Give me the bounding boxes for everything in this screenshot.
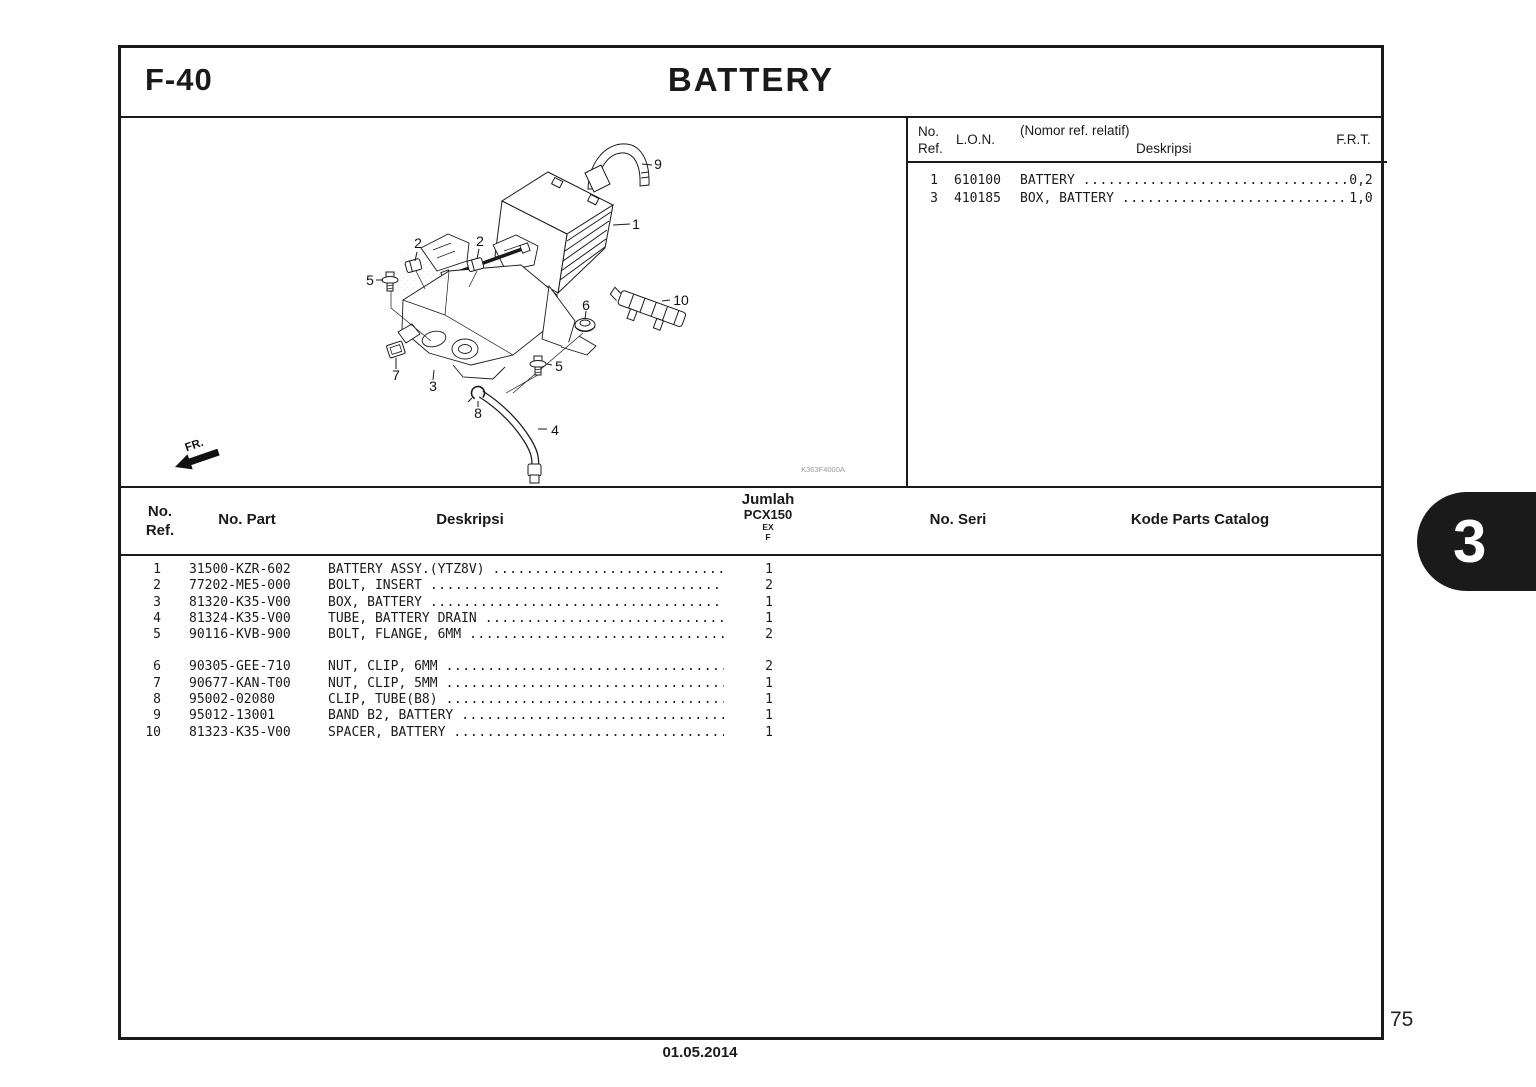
parts-col-seri: No. Seri [929, 511, 987, 528]
parts-row-7: 7 90677-KAN-T00 NUT, CLIP, 5MM..........… [153, 675, 773, 691]
parts-diagram: 9 1 2 2 5 6 10 7 3 5 8 4 FR. K363F4000A [121, 118, 906, 486]
callout-5a: 5 [366, 272, 374, 288]
fr-label: FR. [184, 437, 205, 454]
tube-clip-illustration [467, 385, 486, 403]
callout-2b: 2 [476, 233, 484, 249]
figure-header: F-40 BATTERY [121, 48, 1381, 118]
front-direction-arrow: FR. [175, 437, 220, 470]
parts-table-body: 1 31500-KZR-602 BATTERY ASSY.(YTZ8V)....… [121, 556, 1381, 1037]
ref-table-header: No. Ref. L.O.N. (Nomor ref. relatif) Des… [908, 118, 1387, 163]
ref-table-panel: No. Ref. L.O.N. (Nomor ref. relatif) Des… [906, 118, 1387, 486]
callout-5b: 5 [555, 358, 563, 374]
parts-table-header: No. Ref. No. Part Deskripsi Jumlah PCX15… [121, 486, 1381, 556]
callout-4: 4 [551, 422, 559, 438]
parts-row-2: 2 77202-ME5-000 BOLT, INSERT............… [153, 578, 773, 594]
callout-9: 9 [654, 156, 662, 172]
assembly-line [505, 374, 539, 394]
insert-bolt-illustration [404, 258, 423, 273]
parts-row-9: 9 95012-13001 BAND B2, BATTERY..........… [153, 708, 773, 724]
callout-10: 10 [673, 292, 689, 308]
clip-nut-5mm-illustration [386, 340, 406, 359]
callout-2a: 2 [414, 235, 422, 251]
ref-col-frt: F.R.T. [1336, 132, 1371, 147]
callout-6: 6 [582, 297, 590, 313]
drain-tube-illustration [478, 390, 542, 484]
page-title: BATTERY [667, 61, 835, 98]
callout-8: 8 [474, 405, 482, 421]
upper-section: 9 1 2 2 5 6 10 7 3 5 8 4 FR. K363F4000A [121, 118, 1387, 486]
ref-table-row: 3 410185 BOX, BATTERY ..................… [930, 191, 1373, 206]
parts-row-8: 8 95002-02080 CLIP, TUBE(B8)............… [153, 692, 773, 708]
page-date: 01.05.2014 [662, 1044, 738, 1061]
diagram-code: K363F4000A [801, 465, 845, 474]
ref-col-nomor: (Nomor ref. relatif) [1020, 123, 1130, 138]
assembly-line [468, 270, 478, 288]
callout-3: 3 [429, 378, 437, 394]
ref-table-row: 1 610100 BATTERY .......................… [930, 173, 1373, 188]
parts-row-10: 10 81323-K35-V00 SPACER, BATTERY........… [145, 724, 773, 740]
section-tab: 3 [1417, 492, 1536, 591]
parts-col-kode: Kode Parts Catalog [1130, 511, 1270, 528]
battery-box-illustration [397, 233, 597, 380]
parts-col-part: No. Part [218, 511, 276, 528]
parts-col-deskripsi: Deskripsi [436, 511, 504, 528]
callout-1: 1 [632, 216, 640, 232]
parts-col-jumlah: Jumlah PCX150 EX F [741, 491, 795, 542]
assembly-line [415, 270, 426, 290]
parts-row-1: 1 31500-KZR-602 BATTERY ASSY.(YTZ8V)....… [153, 562, 773, 577]
ref-col-lon: L.O.N. [956, 132, 996, 147]
parts-row-6: 6 90305-GEE-710 NUT, CLIP, 6MM..........… [153, 659, 773, 675]
assembly-line [390, 288, 432, 342]
exploded-diagram-svg: 9 1 2 2 5 6 10 7 3 5 8 4 FR. K363F4000A [175, 143, 845, 484]
parts-col-noref: No. Ref. [145, 503, 175, 539]
figure-code: F-40 [145, 62, 213, 97]
insert-bolt-illustration [466, 257, 485, 272]
page-number: 75 [1390, 1008, 1414, 1031]
parts-row-5: 5 90116-KVB-900 BOLT, FLANGE, 6MM.......… [153, 627, 773, 643]
clip-nut-6mm-illustration [574, 318, 596, 332]
flange-bolt-illustration [381, 271, 399, 292]
spacer-illustration [609, 286, 687, 331]
ref-col-deskripsi: Deskripsi [1136, 141, 1192, 156]
battery-band-illustration [584, 143, 650, 193]
ref-col-noref: No. Ref. [918, 124, 943, 156]
callout-7: 7 [392, 367, 400, 383]
flange-bolt-illustration [529, 355, 547, 376]
catalog-page-frame: F-40 BATTERY [118, 45, 1387, 1040]
parts-row-4: 4 81324-K35-V00 TUBE, BATTERY DRAIN.....… [153, 610, 773, 626]
assembly-line [512, 332, 584, 394]
parts-row-3: 3 81320-K35-V00 BOX, BATTERY............… [153, 594, 773, 610]
